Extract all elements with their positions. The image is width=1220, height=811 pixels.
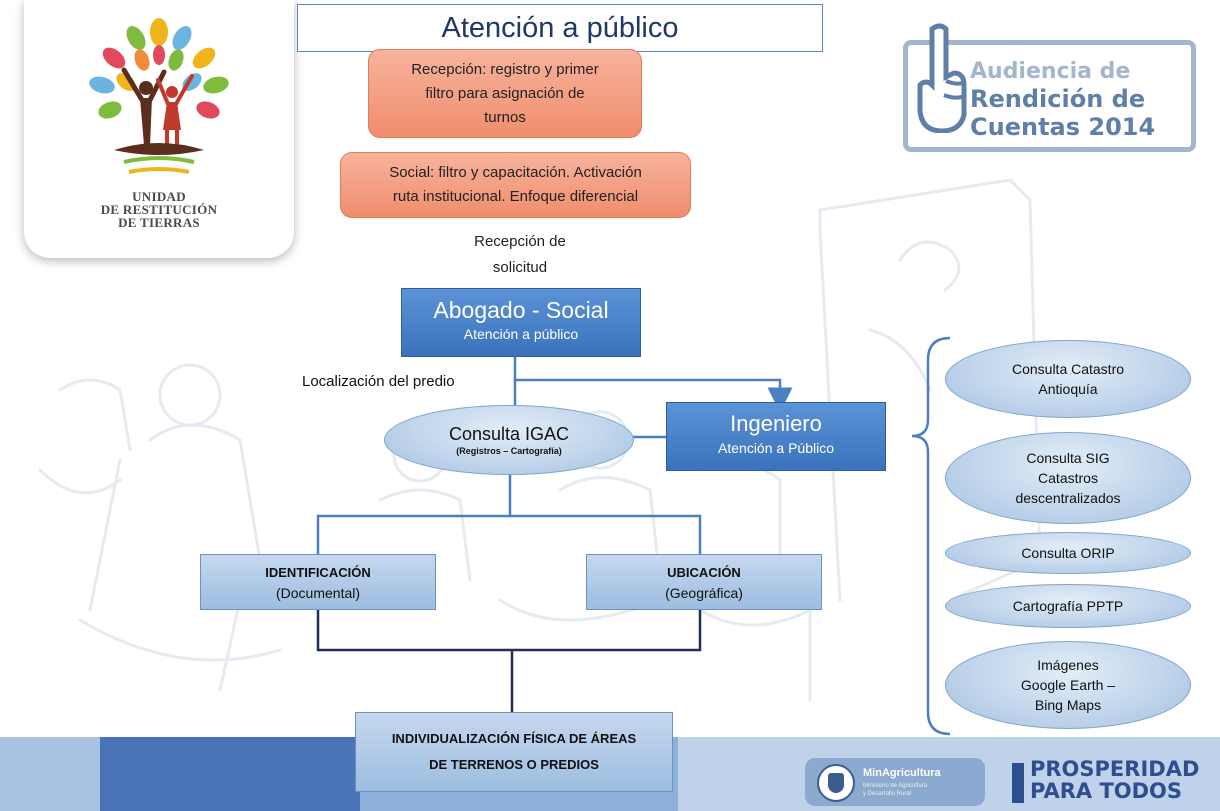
consultation-line: Bing Maps [1034,697,1102,713]
reception-line: filtro para asignación de [425,84,585,102]
location-title: UBICACIÓN [667,565,741,580]
identification-box: IDENTIFICACIÓN (Documental) [200,554,436,610]
reception-request-line: solicitud [492,259,548,276]
connector-line [510,514,702,554]
result-line: DE TERRENOS O PREDIOS [429,757,599,772]
ministry-logo: MinAgricultura Ministerio de Agricultura… [805,758,985,806]
social-box: Social: filtro y capacitación. Activació… [340,152,691,218]
result-line: INDIVIDUALIZACIÓN FÍSICA DE ÁREAS [391,731,637,746]
lawyer-box: Abogado - Social Atención a público [401,288,641,357]
connector-line [316,610,702,652]
page-title: Atención a público [297,4,823,52]
igac-title: Consulta IGAC [448,424,570,444]
raised-hand-icon [917,23,967,133]
igac-ellipse: Consulta IGAC (Registros – Cartografía) [384,405,634,475]
lawyer-subtitle: Atención a público [463,326,579,342]
slogan-line: PARA TODOS [1030,779,1183,803]
logo-line: DE RESTITUCIÓN [100,202,218,217]
result-box: INDIVIDUALIZACIÓN FÍSICA DE ÁREAS DE TER… [355,712,673,792]
consultation-line: Imágenes [1037,657,1099,673]
reception-line: turnos [484,108,526,126]
logo-line: UNIDAD [132,189,186,204]
footer-stripe [0,737,100,811]
consultation-ellipse: Imágenes Google Earth – Bing Maps [945,641,1191,729]
lawyer-title: Abogado - Social [433,297,609,323]
coat-of-arms-icon [817,764,855,802]
slogan-line: PROSPERIDAD [1030,757,1200,781]
badge-line: Audiencia de [970,59,1131,84]
engineer-box: Ingeniero Atención a Público [666,402,886,471]
consultation-ellipse: Cartografía PPTP [945,584,1191,628]
rendicion-badge: Audiencia de Rendición de Cuentas 2014 [903,23,1196,152]
consultation-line: Consulta SIG [1026,450,1110,466]
consultation-line: Google Earth – [1020,677,1116,693]
consultation-ellipse: Consulta Catastro Antioquía [945,340,1191,418]
consultation-ellipse: Consulta SIG Catastros descentralizados [945,432,1191,524]
logo-card: UNIDAD DE RESTITUCIÓN DE TIERRAS [24,0,294,258]
consultation-line: descentralizados [1015,490,1121,506]
engineer-title: Ingeniero [730,411,822,436]
reception-request-line: Recepción de [474,233,566,250]
bracket [911,336,951,736]
reception-request-label: Recepción de solicitud [430,229,610,281]
social-line: ruta institucional. Enfoque diferencial [392,188,639,205]
identification-subtitle: (Documental) [275,585,361,601]
logo-text: UNIDAD DE RESTITUCIÓN DE TIERRAS [24,190,294,229]
slogan: PROSPERIDAD PARA TODOS [1030,758,1199,802]
reception-box: Recepción: registro y primer filtro para… [368,49,642,138]
engineer-subtitle: Atención a Público [718,440,834,456]
tree-logo [89,18,229,174]
badge-line: Rendición de [970,85,1146,113]
identification-title: IDENTIFICACIÓN [265,565,371,580]
ministry-subtitle: Ministerio de Agricultura y Desarrollo R… [863,783,928,797]
location-subtitle: (Geográfica) [665,585,743,601]
logo-line: DE TIERRAS [118,215,200,230]
consultation-line: Cartografía PPTP [1012,598,1124,614]
consultation-line: Antioquía [1038,381,1098,397]
location-box: UBICACIÓN (Geográfica) [586,554,822,610]
consultation-line: Catastros [1038,470,1098,486]
igac-subtitle: (Registros – Cartografía) [456,446,562,456]
ministry-name: MinAgricultura [863,767,941,779]
slogan-bar [1012,763,1024,803]
social-line: Social: filtro y capacitación. Activació… [389,164,642,181]
consultation-line: Consulta ORIP [1021,545,1115,561]
locate-label: Localización del predio [302,373,455,390]
consultation-ellipse: Consulta ORIP [945,532,1191,574]
reception-line: Recepción: registro y primer [411,60,599,78]
footer-stripe [100,737,360,811]
connector-arrow [513,357,793,413]
connector-line [316,473,512,554]
consultation-line: Consulta Catastro [1011,361,1125,377]
badge-line: Cuentas 2014 [970,113,1156,141]
